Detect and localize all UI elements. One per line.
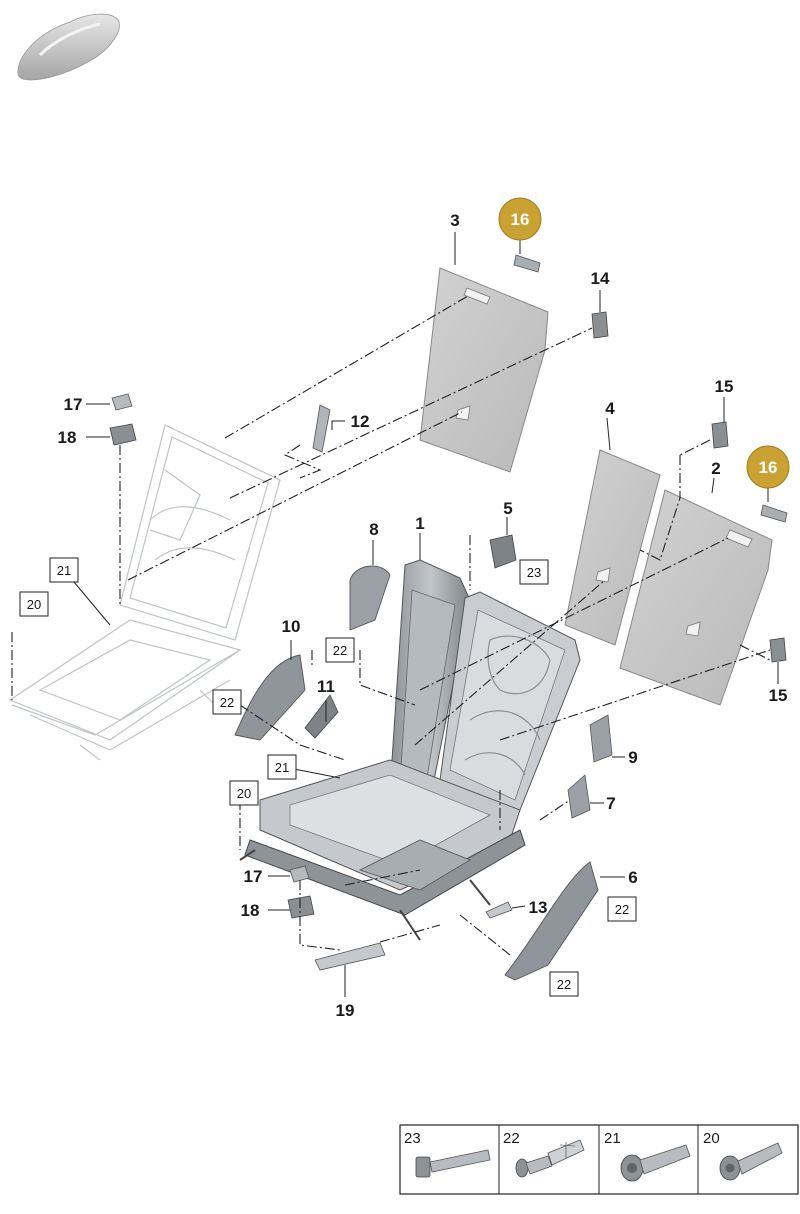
part-9-bracket [589, 714, 613, 763]
car-thumbnail-icon [17, 13, 120, 81]
part-2-panel-notch [685, 621, 701, 637]
boxed-callout-22-d-label: 22 [557, 977, 571, 992]
part-13-cap [485, 901, 513, 919]
part-6-side-trim [504, 861, 599, 981]
part-18-clip-upper [109, 423, 137, 446]
part-15-guide-bottom [769, 637, 787, 663]
bolt-hex-icon [415, 1149, 491, 1178]
callout-16-right: 16 [746, 445, 790, 489]
callout-13: 13 [529, 898, 548, 917]
callout-16-right-label: 16 [759, 458, 778, 477]
legend-label-20: 20 [703, 1130, 720, 1147]
callout-17-upper: 17 [64, 395, 83, 414]
part-4-backrest-panel [564, 449, 661, 646]
boxed-callout-20-main: 20 [229, 780, 259, 806]
part-10-side-trim [234, 654, 306, 741]
legend-cell-22: 22 [503, 1130, 585, 1178]
boxed-callout-20-main-label: 20 [237, 786, 251, 801]
boxed-callout-22-a-label: 22 [333, 643, 347, 658]
boxed-callout-20-left-label: 20 [27, 597, 41, 612]
expanding-rivet-icon [515, 1139, 585, 1178]
callout-8: 8 [369, 520, 378, 539]
boxed-callout-23-label: 23 [527, 565, 541, 580]
callout-15-bottom: 15 [769, 686, 788, 705]
callout-3: 3 [450, 211, 459, 230]
part-7-bracket [567, 774, 591, 819]
boxed-callout-22-c-label: 22 [615, 902, 629, 917]
part-16-cap-right [760, 504, 788, 523]
boxed-callout-23: 23 [519, 559, 549, 585]
boxed-callout-22-b-label: 22 [220, 695, 234, 710]
boxed-callout-22-c: 22 [607, 896, 637, 922]
callout-1: 1 [415, 514, 424, 533]
callout-9: 9 [628, 748, 637, 767]
part-3-backrest-panel [419, 267, 549, 473]
part-3-panel-slot [463, 287, 491, 305]
callout-14: 14 [591, 269, 610, 288]
part-12-bracket [312, 404, 331, 453]
seat-frame-outline-left [8, 424, 281, 761]
legend-cell-21: 21 [604, 1130, 691, 1182]
seat-frame-main [239, 559, 581, 941]
part-3-panel-notch [455, 405, 471, 421]
part-2-panel-slot [725, 529, 753, 548]
callout-11: 11 [317, 677, 335, 696]
boxed-callout-22-a: 22 [325, 637, 355, 663]
part-5-latch [489, 534, 517, 569]
callout-17-lower: 17 [244, 867, 263, 886]
callout-2: 2 [711, 459, 720, 478]
callout-18-lower: 18 [241, 901, 260, 920]
legend-label-23: 23 [404, 1130, 421, 1147]
part-4-panel-notch [595, 567, 611, 583]
callout-4: 4 [605, 399, 615, 418]
callout-19: 19 [336, 1001, 355, 1020]
boxed-callout-21-main: 21 [267, 754, 297, 780]
part-2-backrest-panel [619, 489, 773, 706]
part-17-clip-lower [289, 865, 310, 883]
callout-15-top: 15 [715, 377, 734, 396]
boxed-callout-21-left: 21 [49, 557, 79, 583]
part-16-cap-top [513, 254, 541, 273]
part-17-clip-upper [111, 393, 133, 411]
callout-18-upper: 18 [58, 428, 77, 447]
part-14-guide [591, 311, 609, 339]
legend-label-22: 22 [503, 1130, 520, 1147]
torx-bolt-icon [719, 1142, 783, 1181]
callout-16-top-label: 16 [511, 210, 530, 229]
leader-lines [73, 232, 779, 997]
part-11-bracket [304, 694, 339, 739]
callout-12: 12 [351, 412, 370, 431]
boxed-callout-21-left-label: 21 [57, 563, 71, 578]
part-18-clip-lower [287, 895, 315, 919]
legend-cell-20: 20 [703, 1130, 783, 1181]
callout-6: 6 [628, 868, 637, 887]
boxed-callout-21-main-label: 21 [275, 760, 289, 775]
boxed-callout-22-d: 22 [549, 971, 579, 997]
callout-10: 10 [282, 617, 301, 636]
fastener-legend: 23 22 21 20 [399, 1124, 799, 1195]
assembly-dash-lines [11, 295, 771, 956]
boxed-callout-20-left: 20 [19, 591, 49, 617]
part-15-guide-top [711, 421, 729, 449]
boxed-callout-22-b: 22 [212, 689, 242, 715]
part-19-cover [314, 942, 386, 971]
part-8-side-trim [349, 565, 391, 631]
legend-cell-23: 23 [404, 1130, 491, 1178]
callout-16-top: 16 [498, 197, 542, 241]
callout-5: 5 [503, 499, 512, 518]
torx-bolt-flange-icon [620, 1144, 691, 1182]
legend-label-21: 21 [604, 1130, 621, 1147]
callout-7: 7 [606, 794, 615, 813]
